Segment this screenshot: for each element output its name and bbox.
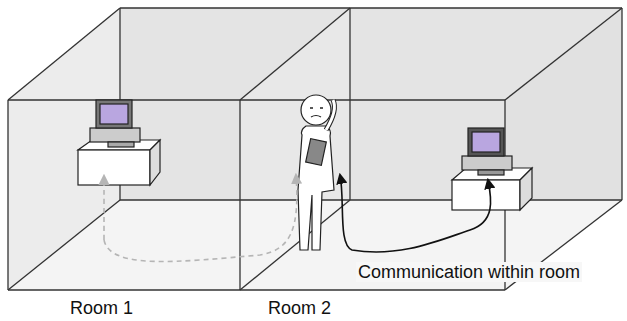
movement-path: [103, 176, 105, 240]
communication-arrow: [340, 175, 491, 252]
movement-path: [104, 175, 297, 262]
computer-desk: [452, 128, 532, 210]
room-label: Room 1: [70, 298, 133, 318]
room-edges: [8, 8, 622, 290]
room-label: Room 2: [268, 298, 331, 318]
communication-label: Communication within room: [356, 262, 582, 282]
person-figure: [298, 95, 334, 250]
computer-desk: [78, 100, 160, 185]
